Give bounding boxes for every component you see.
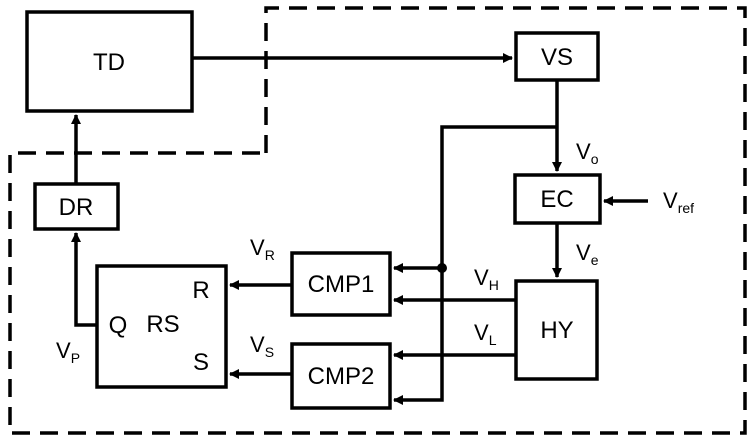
ve-signal-label: Ve	[576, 240, 599, 268]
vl-signal-label: VL	[474, 320, 497, 348]
vs-signal-label: VS	[250, 332, 274, 360]
q-to-dr-arrow	[76, 233, 97, 325]
td-label: TD	[93, 49, 125, 76]
junction-dot	[437, 263, 447, 273]
vr-signal-label: VR	[250, 235, 275, 263]
ec-label: EC	[540, 186, 573, 213]
cmp1-label: CMP1	[308, 271, 375, 298]
vo-signal-label: Vo	[576, 139, 599, 167]
dr-label: DR	[59, 194, 94, 221]
vref-signal-label: Vref	[663, 188, 694, 216]
q-port-label: Q	[109, 312, 128, 339]
r-port-label: R	[192, 277, 209, 304]
vp-signal-label: VP	[56, 338, 80, 366]
rs-label: RS	[146, 311, 179, 338]
vs-label: VS	[541, 44, 573, 71]
s-port-label: S	[193, 349, 209, 376]
cmp2-label: CMP2	[308, 363, 375, 390]
hy-label: HY	[540, 317, 573, 344]
vh-signal-label: VH	[474, 265, 499, 293]
